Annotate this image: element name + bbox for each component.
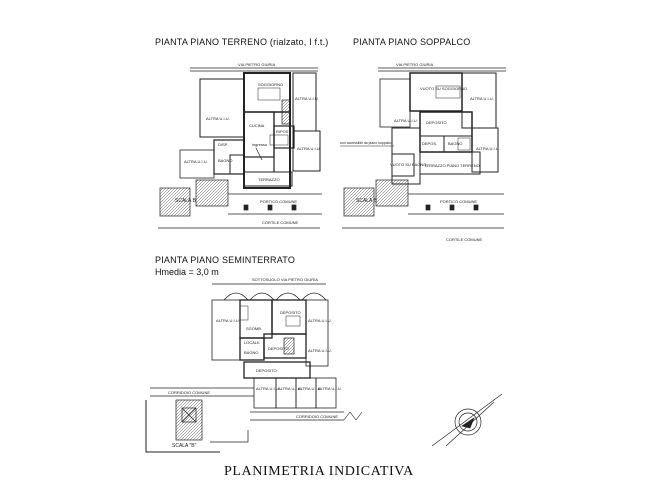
ground-street-label: VIA PIETRO GIURIA (238, 62, 275, 67)
ground-portico-label: PORTICO COMUNE (260, 199, 297, 204)
mezz-vuoto-label: VUOTO SU SOGGIORNO (420, 86, 467, 91)
ground-altra-uiu-right: ALTRA U.I.U. (297, 146, 321, 151)
basement-height-label: Hmedia = 3,0 m (155, 267, 219, 277)
base-corridoio2-label: CORRIDOIO COMUNE (296, 414, 338, 419)
base-deposito-mid-label: DEPOSITO (268, 346, 289, 351)
base-locale-label: LOCALE (244, 340, 260, 345)
base-corridoio-label: CORRIDOIO COMUNE (168, 390, 210, 395)
base-scala-label: SCALA "B" (172, 443, 197, 449)
mezz-vuoto-bagno-label: VUOTO SU BAGNO (390, 162, 426, 167)
ground-altra-uiu-low: ALTRA U.I.U. (184, 159, 208, 164)
ground-floor-title: PIANTA PIANO TERRENO (rialzato, I f.t.) (155, 37, 329, 47)
mezz-altra-uiu-right: ALTRA U.I.U. (476, 146, 500, 151)
basement-plan (145, 283, 363, 453)
mezz-scala-label: SCALA B (356, 198, 378, 204)
mezz-note-label: non accessibili da piano soppalco (340, 141, 392, 145)
mezz-altra-uiu-top: ALTRA U.I.U. (470, 96, 494, 101)
mezz-bagno-label: BAGNO (448, 141, 462, 146)
ground-floor-labels: VIA PIETRO GIURIA SOGGIORNO ALTRA U.I.U.… (175, 62, 321, 225)
ground-terrazzo-label: TERRAZZO (258, 177, 280, 182)
ground-soggiorno-label: SOGGIORNO (258, 82, 283, 87)
ground-ripost-label: RIPOST. (276, 129, 292, 134)
ground-floor-plan (158, 67, 322, 229)
ground-dispensa-label: DISP. (218, 142, 228, 147)
base-street-label: SOTTOSUOLO VIA PIETRO GIURIA (252, 277, 318, 282)
base-altra-uiu-low3: ALTRA U.I.U. (298, 386, 322, 391)
base-sgombero-label: SGOMB. (246, 326, 262, 331)
ground-altra-uiu-left: ALTRA U.I.U. (206, 116, 230, 121)
base-altra-uiu-right: ALTRA U.I.U. (308, 318, 332, 323)
mezz-deposito-label: DEPOSITO (426, 120, 447, 125)
base-altra-uiu-right2: ALTRA U.I.U. (308, 348, 332, 353)
mezzanine-labels: VIA PIETRO GIURIA VUOTO SU SOGGIORNO ALT… (340, 62, 500, 242)
mezzanine-plan (340, 67, 506, 229)
north-arrow-icon (431, 393, 503, 447)
mezz-street-label: VIA PIETRO GIURIA (396, 62, 433, 67)
base-altra-uiu-left: ALTRA U.I.U. (216, 318, 240, 323)
base-deposito-top-label: DEPOSITO (280, 310, 301, 315)
ground-bagno-label: BAGNO (218, 158, 232, 163)
ground-ingresso-label: ingresso (252, 142, 268, 147)
mezz-deposito2-label: DEPOS. (422, 141, 437, 146)
footer-caption: PLANIMETRIA INDICATIVA (224, 464, 414, 479)
mezz-cortile-label: CORTILE COMUNE (446, 237, 482, 242)
ground-altra-uiu-top: ALTRA U.I.U. (295, 96, 319, 101)
ground-cucina-label: CUCINA (249, 123, 265, 128)
ground-cortile-label: CORTILE COMUNE (262, 220, 298, 225)
ground-scala-label: SCALA B (175, 198, 197, 204)
mezz-altra-uiu-left: ALTRA U.I.U. (394, 118, 418, 123)
basement-title: PIANTA PIANO SEMINTERRATO (155, 255, 296, 265)
mezz-portico-label: PORTICO COMUNE (440, 199, 477, 204)
base-altra-uiu-low4: ALTRA U.I.U. (318, 386, 342, 391)
base-deposito-low-label: DEPOSITO (256, 368, 277, 373)
mezz-terrazzo-label: TERRAZZO PIANO TERRENO (424, 163, 480, 168)
mezzanine-title: PIANTA PIANO SOPPALCO (353, 37, 471, 47)
base-altra-uiu-low1: ALTRA U.I.U. (256, 386, 280, 391)
base-bagno-label: BAGNO (244, 350, 258, 355)
basement-labels: SOTTOSUOLO VIA PIETRO GIURIA ALTRA U.I.U… (168, 277, 342, 449)
base-altra-uiu-low2: ALTRA U.I.U. (278, 386, 302, 391)
